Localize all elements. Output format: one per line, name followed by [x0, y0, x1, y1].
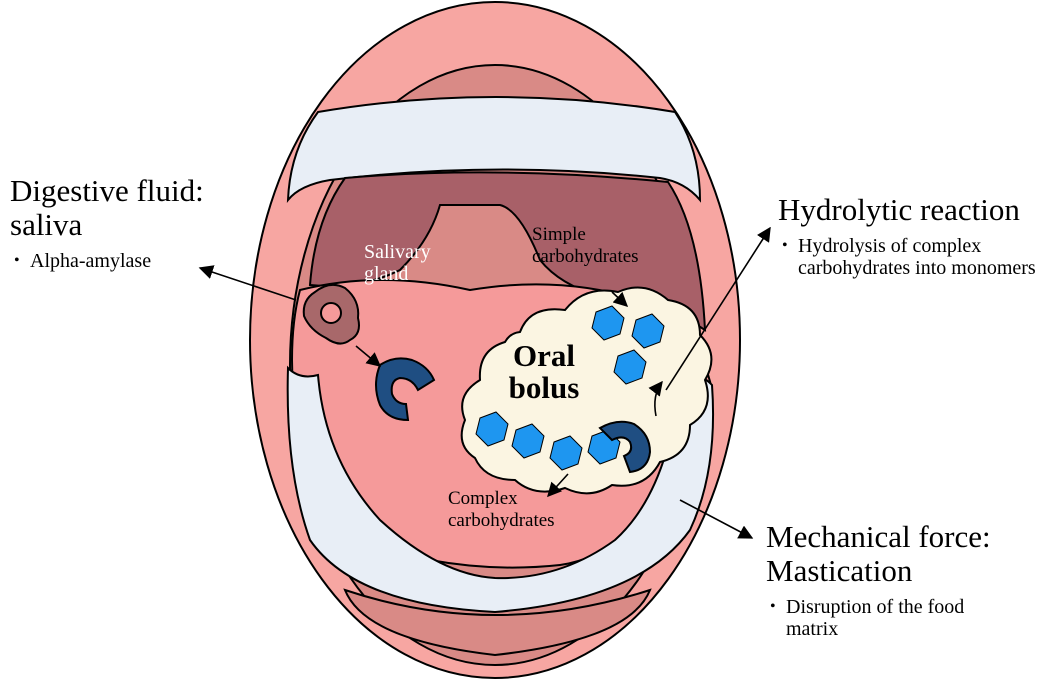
list-item: Disruption of the food matrix — [766, 596, 986, 640]
salivary-gland-label: Salivary — [364, 241, 431, 263]
mastication-title-line1: Mechanical force: — [766, 520, 1046, 554]
hydrolytic-title: Hydrolytic reaction — [778, 193, 1046, 227]
complex-carbohydrates-label: carbohydrates — [448, 510, 555, 531]
saliva-callout: Digestive fluid: saliva Alpha-amylase — [10, 174, 270, 272]
salivary-gland-label: gland — [364, 263, 408, 285]
saliva-bullets: Alpha-amylase — [10, 250, 270, 272]
hydrolytic-bullets: Hydrolysis of complex carbohydrates into… — [778, 235, 1046, 279]
complex-carbohydrates-label: Complex — [448, 488, 518, 509]
simple-carbohydrates-label: carbohydrates — [532, 246, 639, 267]
saliva-title-line1: Digestive fluid: — [10, 174, 270, 208]
list-item: Alpha-amylase — [10, 250, 270, 272]
mastication-title-line2: Mastication — [766, 554, 1046, 588]
oral-bolus-label: bolus — [509, 370, 580, 405]
saliva-title-line2: saliva — [10, 208, 270, 242]
simple-carbohydrates-label: Simple — [532, 224, 586, 245]
list-item: Hydrolysis of complex carbohydrates into… — [778, 235, 1038, 279]
mastication-callout: Mechanical force: Mastication Disruption… — [766, 520, 1046, 640]
oral-bolus-label: Oral — [513, 338, 575, 373]
mastication-bullets: Disruption of the food matrix — [766, 596, 1046, 640]
hydrolytic-callout: Hydrolytic reaction Hydrolysis of comple… — [778, 193, 1046, 279]
